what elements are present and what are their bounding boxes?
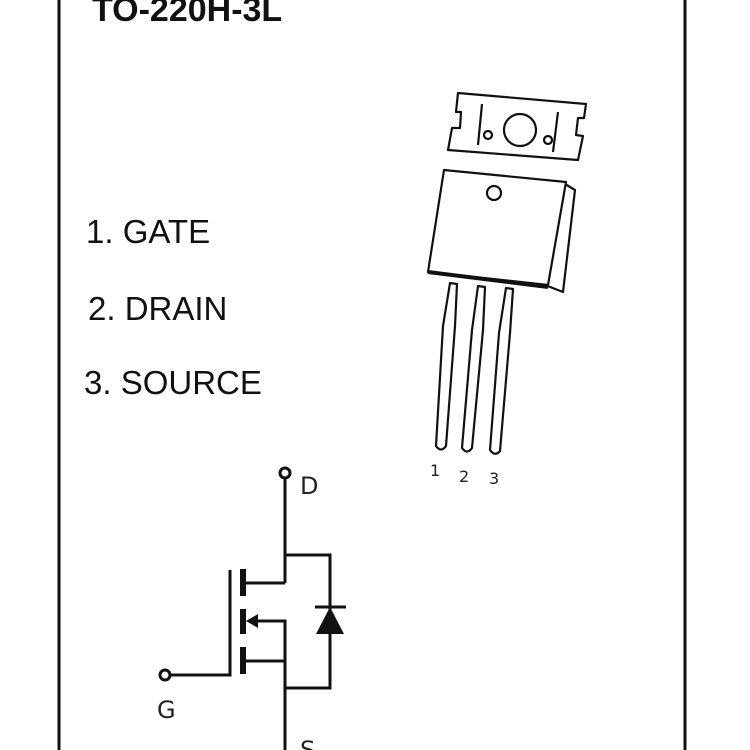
package-title: TO-220H-3L [92, 0, 283, 29]
diode-triangle [316, 607, 344, 634]
lead-number-3: 3 [489, 469, 499, 488]
drain-terminal [278, 466, 292, 480]
pin-gate: 1. GATE [86, 213, 211, 250]
lead-number-2: 2 [459, 467, 469, 486]
lead-3 [488, 286, 515, 455]
lead-2 [460, 284, 487, 453]
lead-number-1: 1 [430, 461, 440, 480]
source-label: S [300, 736, 315, 750]
body-arrow [246, 614, 258, 628]
frame-border [57, 0, 687, 750]
gate-terminal [158, 668, 172, 682]
mosfet-schematic [158, 466, 346, 750]
lead-1 [434, 281, 459, 451]
pin-source: 3. SOURCE [84, 364, 262, 401]
drain-label: D [300, 472, 318, 500]
tab-mounting-hole [502, 112, 538, 148]
to220-package-drawing: 1 2 3 [426, 91, 588, 488]
pin-drain: 2. DRAIN [88, 290, 228, 327]
body-hole [485, 184, 503, 202]
gate-label: G [157, 696, 176, 724]
